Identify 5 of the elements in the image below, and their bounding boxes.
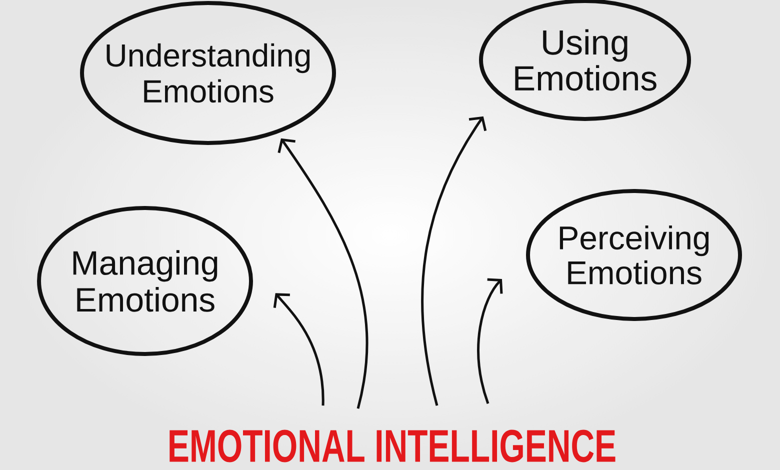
heading-text: EMOTIONAL INTELLIGENCE bbox=[170, 430, 616, 462]
curved-arrow bbox=[273, 293, 324, 406]
curved-arrow bbox=[421, 116, 487, 406]
curved-arrow bbox=[477, 278, 503, 404]
curved-arrow bbox=[278, 138, 368, 409]
